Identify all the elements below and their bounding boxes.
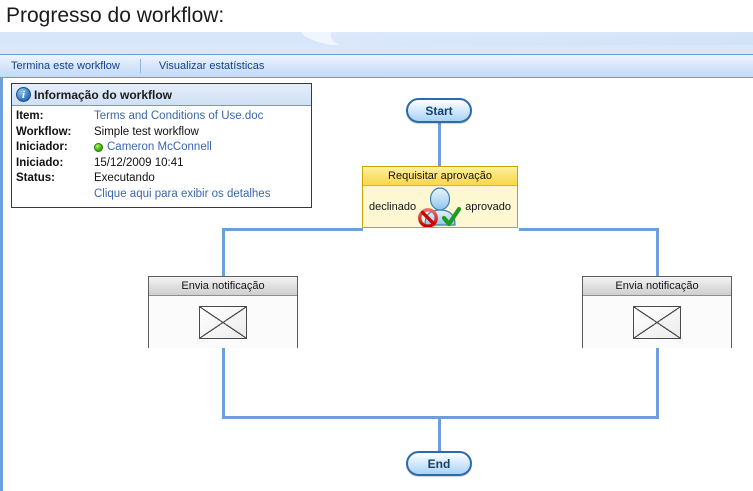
workflow-diagram: Start Requisitar aprovação declinado [3, 78, 753, 491]
info-icon: i [16, 87, 31, 102]
info-label-status: Status: [16, 172, 55, 184]
header-decoration-band [0, 32, 753, 54]
connector-start-to-task [438, 123, 441, 170]
notification-right-body [583, 296, 731, 348]
workflow-content-area: Start Requisitar aprovação declinado [0, 78, 753, 491]
info-row: Workflow: Simple test workflow [16, 125, 307, 141]
info-value-status: Executando [94, 172, 155, 184]
notification-left-body [149, 296, 297, 348]
end-node-label: End [427, 456, 451, 471]
page-title: Progresso do workflow: [6, 4, 225, 27]
envelope-icon [199, 305, 247, 339]
view-statistics-link[interactable]: Visualizar estatísticas [158, 60, 265, 72]
person-approval-icon [413, 187, 467, 228]
approval-task-declined-label: declinado [369, 201, 417, 213]
approval-task-approved-label: aprovado [465, 201, 511, 213]
presence-online-icon [94, 143, 103, 153]
info-row: Clique aqui para exibir os detalhes [16, 187, 307, 203]
info-value-initiator[interactable]: Cameron McConnell [94, 140, 212, 156]
workflow-information-panel: i Informação do workflow Item: Terms and… [11, 83, 312, 208]
info-row: Item: Terms and Conditions of Use.doc [16, 109, 307, 125]
connector-left-notification-down [222, 348, 225, 416]
info-value-started: 15/12/2009 10:41 [94, 156, 184, 169]
approval-task-node[interactable]: Requisitar aprovação declinado [362, 166, 518, 228]
workflow-information-body: Item: Terms and Conditions of Use.doc Wo… [12, 106, 311, 207]
notification-node-left[interactable]: Envia notificação [148, 276, 298, 348]
toolbar-separator [139, 59, 141, 73]
connector-task-declined-vertical [222, 228, 225, 276]
start-node-label: Start [425, 103, 453, 118]
info-row: Status: Executando [16, 171, 307, 187]
initiator-name: Cameron McConnell [107, 141, 212, 153]
notification-left-title: Envia notificação [149, 277, 297, 296]
info-label-workflow: Workflow: [16, 125, 72, 138]
approval-task-title: Requisitar aprovação [363, 167, 517, 186]
header-band-lower [0, 45, 753, 54]
terminate-workflow-link[interactable]: Termina este workflow [11, 60, 120, 72]
connector-task-approved-horizontal [519, 228, 659, 231]
connector-right-notification-down [656, 348, 659, 416]
info-row: Iniciador: Cameron McConnell [16, 140, 307, 156]
approval-task-body: declinado [363, 186, 517, 228]
workflow-information-header: i Informação do workflow [12, 84, 311, 106]
info-value-item[interactable]: Terms and Conditions of Use.doc [94, 110, 264, 122]
connector-task-declined-horizontal [222, 228, 363, 231]
workflow-toolbar: Termina este workflow Visualizar estatís… [0, 55, 753, 78]
connector-bus-to-end [438, 416, 441, 451]
start-node[interactable]: Start [406, 98, 472, 123]
info-label-started: Iniciado: [16, 156, 64, 169]
notification-node-right[interactable]: Envia notificação [582, 276, 732, 348]
workflow-information-title: Informação do workflow [34, 87, 173, 102]
show-details-link[interactable]: Clique aqui para exibir os detalhes [94, 187, 271, 200]
info-row: Iniciado: 15/12/2009 10:41 [16, 156, 307, 172]
header-divider [0, 54, 753, 55]
end-node[interactable]: End [406, 451, 472, 476]
info-value-workflow: Simple test workflow [94, 125, 199, 138]
envelope-icon [633, 305, 681, 339]
connector-task-approved-vertical [656, 228, 659, 276]
info-label-item: Item: [16, 110, 44, 122]
notification-right-title: Envia notificação [583, 277, 731, 296]
info-label-initiator: Iniciador: [16, 141, 68, 153]
